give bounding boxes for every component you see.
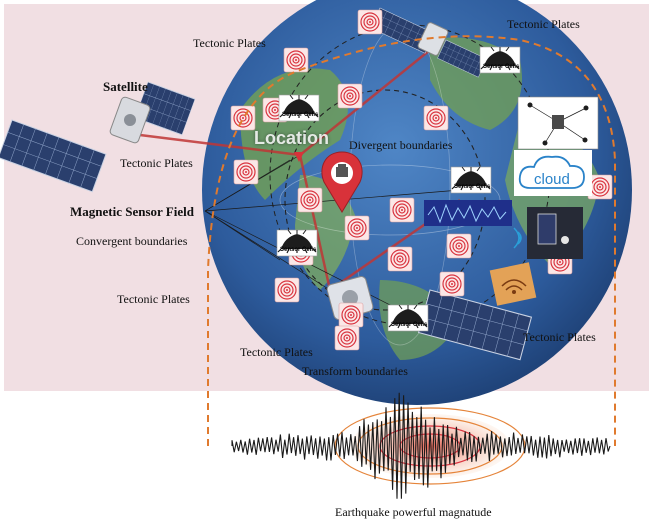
pulse-marker <box>357 9 383 35</box>
sensor-cell-label: Sensor Cells <box>280 247 317 253</box>
pulse-marker <box>337 83 363 109</box>
label-tectonic-plates-mid-left: Tectonic Plates <box>120 156 193 170</box>
label-divergent-boundaries: Divergent boundaries <box>349 138 453 152</box>
pulse-marker <box>297 187 323 213</box>
label-tectonic-plates-top-right: Tectonic Plates <box>507 17 580 31</box>
top-satellite-icon <box>370 7 488 78</box>
signal-tile-icon <box>489 262 537 306</box>
pulse-marker <box>423 105 449 131</box>
pulse-marker <box>274 277 300 303</box>
satellite-icon <box>0 81 196 193</box>
label-magnetic-sensor-field: Magnetic Sensor Field <box>70 204 194 219</box>
cloud-icon <box>514 150 592 196</box>
sensor-cell-label: Sensor Cells <box>454 184 491 190</box>
sensor-cell-label: Sensor Cells <box>282 112 319 118</box>
sensor-cell-label: Sensor Cells <box>391 322 428 328</box>
label-tectonic-plates-lower-left: Tectonic Plates <box>117 292 190 306</box>
location-pin-icon <box>321 151 363 213</box>
pulse-marker <box>344 215 370 241</box>
pulse-marker <box>233 159 259 185</box>
label-tectonic-plates-top-left: Tectonic Plates <box>193 36 266 50</box>
zoom-frame <box>207 35 616 446</box>
pulse-marker <box>334 325 360 351</box>
label-tectonic-plates-bottom: Tectonic Plates <box>240 345 313 359</box>
pulse-marker <box>439 271 465 297</box>
pulse-marker <box>387 246 413 272</box>
label-earthquake: Earthquake powerful magnatude <box>335 505 492 519</box>
wifi-icon <box>513 227 522 249</box>
red-arrow-icon <box>294 152 304 162</box>
cloud-text: cloud <box>534 171 570 188</box>
seismograph-image <box>424 200 512 226</box>
label-transform-boundaries: Transform boundaries <box>302 364 408 378</box>
label-convergent-boundaries: Convergent boundaries <box>76 234 188 248</box>
pulse-marker <box>389 197 415 223</box>
label-satellite: Satellite <box>103 79 148 94</box>
pulse-marker <box>230 105 256 131</box>
mobile-device-image <box>527 207 583 259</box>
label-tectonic-plates-lower-right: Tectonic Plates <box>523 330 596 344</box>
network-map-image <box>517 96 599 150</box>
pulse-marker <box>446 233 472 259</box>
pulse-marker <box>338 302 364 328</box>
sensor-cell-label: Sensor Cells <box>483 64 520 70</box>
seismic-waveform <box>231 392 611 499</box>
location-text: Location <box>254 128 329 148</box>
